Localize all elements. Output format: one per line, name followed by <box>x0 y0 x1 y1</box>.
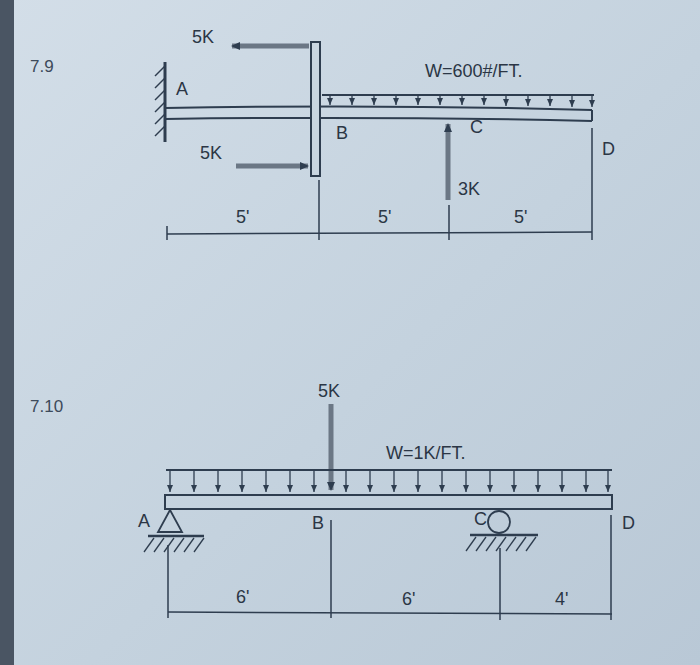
dimension: 5' <box>236 208 249 228</box>
point-label: B <box>312 514 324 534</box>
point-label: A <box>176 80 188 100</box>
point-label: D <box>622 514 635 534</box>
dimension: 5' <box>514 208 527 228</box>
dimension: 4' <box>555 590 568 610</box>
dimension: 6' <box>402 590 415 610</box>
load-value: 5K <box>318 382 340 402</box>
point-label: D <box>602 140 615 160</box>
load-value: 5K <box>192 28 214 48</box>
dimension: 5' <box>378 208 391 228</box>
load-value: 3K <box>458 180 480 200</box>
dimension: 6' <box>236 588 249 608</box>
load-intensity: W=1K/FT. <box>386 444 466 464</box>
point-label: A <box>138 512 150 532</box>
figure-number: 7.10 <box>30 398 63 417</box>
page-edge <box>0 0 14 665</box>
load-value: 5K <box>200 144 222 164</box>
point-label: C <box>474 510 487 530</box>
figure-number: 7.9 <box>30 58 54 77</box>
load-intensity: W=600#/FT. <box>425 62 523 82</box>
point-label: C <box>470 118 483 138</box>
point-label: B <box>336 124 348 144</box>
